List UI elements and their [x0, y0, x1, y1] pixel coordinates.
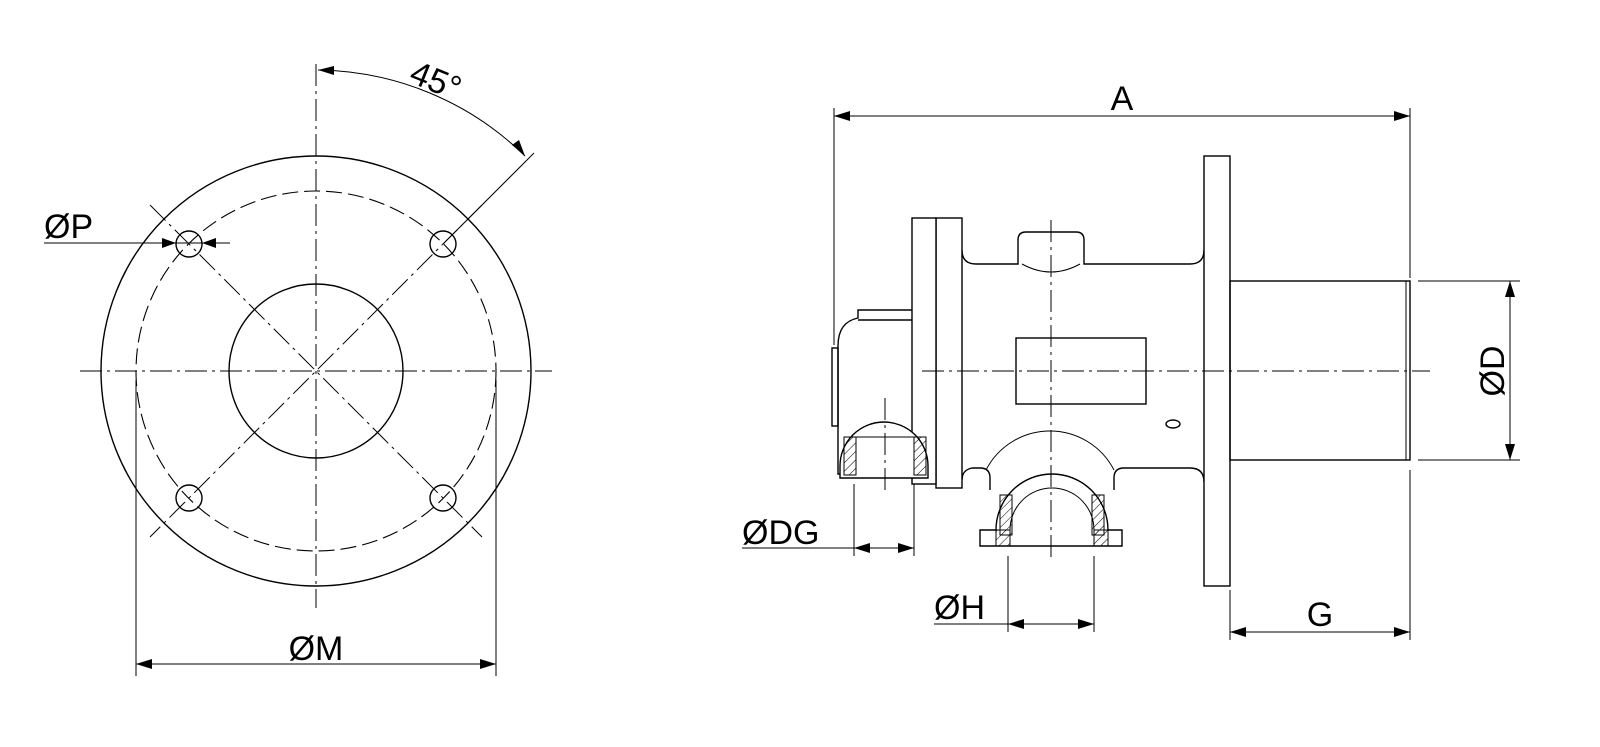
arrow	[1230, 627, 1246, 637]
bolt-hole	[175, 484, 203, 512]
angle-dimension-arc	[317, 69, 526, 157]
length-label: A	[1111, 80, 1134, 118]
arrow	[1394, 111, 1410, 121]
arrow	[512, 140, 525, 156]
inlet-hatch	[913, 436, 927, 476]
arrow	[136, 659, 152, 669]
arrow	[854, 543, 870, 553]
outlet-wall-hatch	[1091, 494, 1105, 536]
left-flange	[935, 217, 963, 489]
bolt-hole	[429, 484, 457, 512]
arrow	[1078, 619, 1094, 629]
body-bottom-right	[1113, 467, 1205, 490]
arrow	[202, 238, 216, 248]
arrow	[162, 238, 176, 248]
body-top-outline	[961, 231, 1205, 265]
angle-label: 45°	[405, 54, 467, 108]
outlet-boss-arc	[985, 430, 1115, 471]
diagonal-centerline-1	[149, 204, 483, 538]
bolt-circle-label: ØM	[289, 630, 344, 668]
inlet-label: ØDG	[742, 514, 819, 552]
diagonal-centerline-2	[149, 204, 483, 538]
diameter-label: ØD	[1474, 346, 1512, 397]
arrow	[834, 111, 850, 121]
front-view: 45° ØP ØM	[44, 54, 552, 676]
outlet-label: ØH	[934, 589, 985, 627]
arrow	[898, 543, 914, 553]
arrow	[1505, 444, 1515, 460]
outlet-wall-hatch	[999, 494, 1013, 536]
arrow	[480, 659, 496, 669]
inlet-hatch	[843, 436, 857, 476]
bolt-hole	[429, 230, 457, 258]
arrow	[1008, 619, 1024, 629]
left-head	[837, 309, 912, 475]
angle-extension-line	[442, 152, 535, 245]
hole-diameter-label: ØP	[44, 208, 93, 246]
body-bottom-left	[961, 467, 991, 490]
outlet-inner-arc	[1009, 487, 1095, 531]
arrow	[1505, 281, 1515, 297]
small-hole	[1165, 419, 1181, 429]
side-view: A ØD ØDG ØH G	[742, 80, 1520, 640]
arrow	[1394, 627, 1410, 637]
shaft-length-label: G	[1307, 596, 1333, 634]
left-end-cap	[831, 347, 839, 427]
bolt-hole	[175, 230, 203, 258]
arrow	[318, 66, 334, 75]
